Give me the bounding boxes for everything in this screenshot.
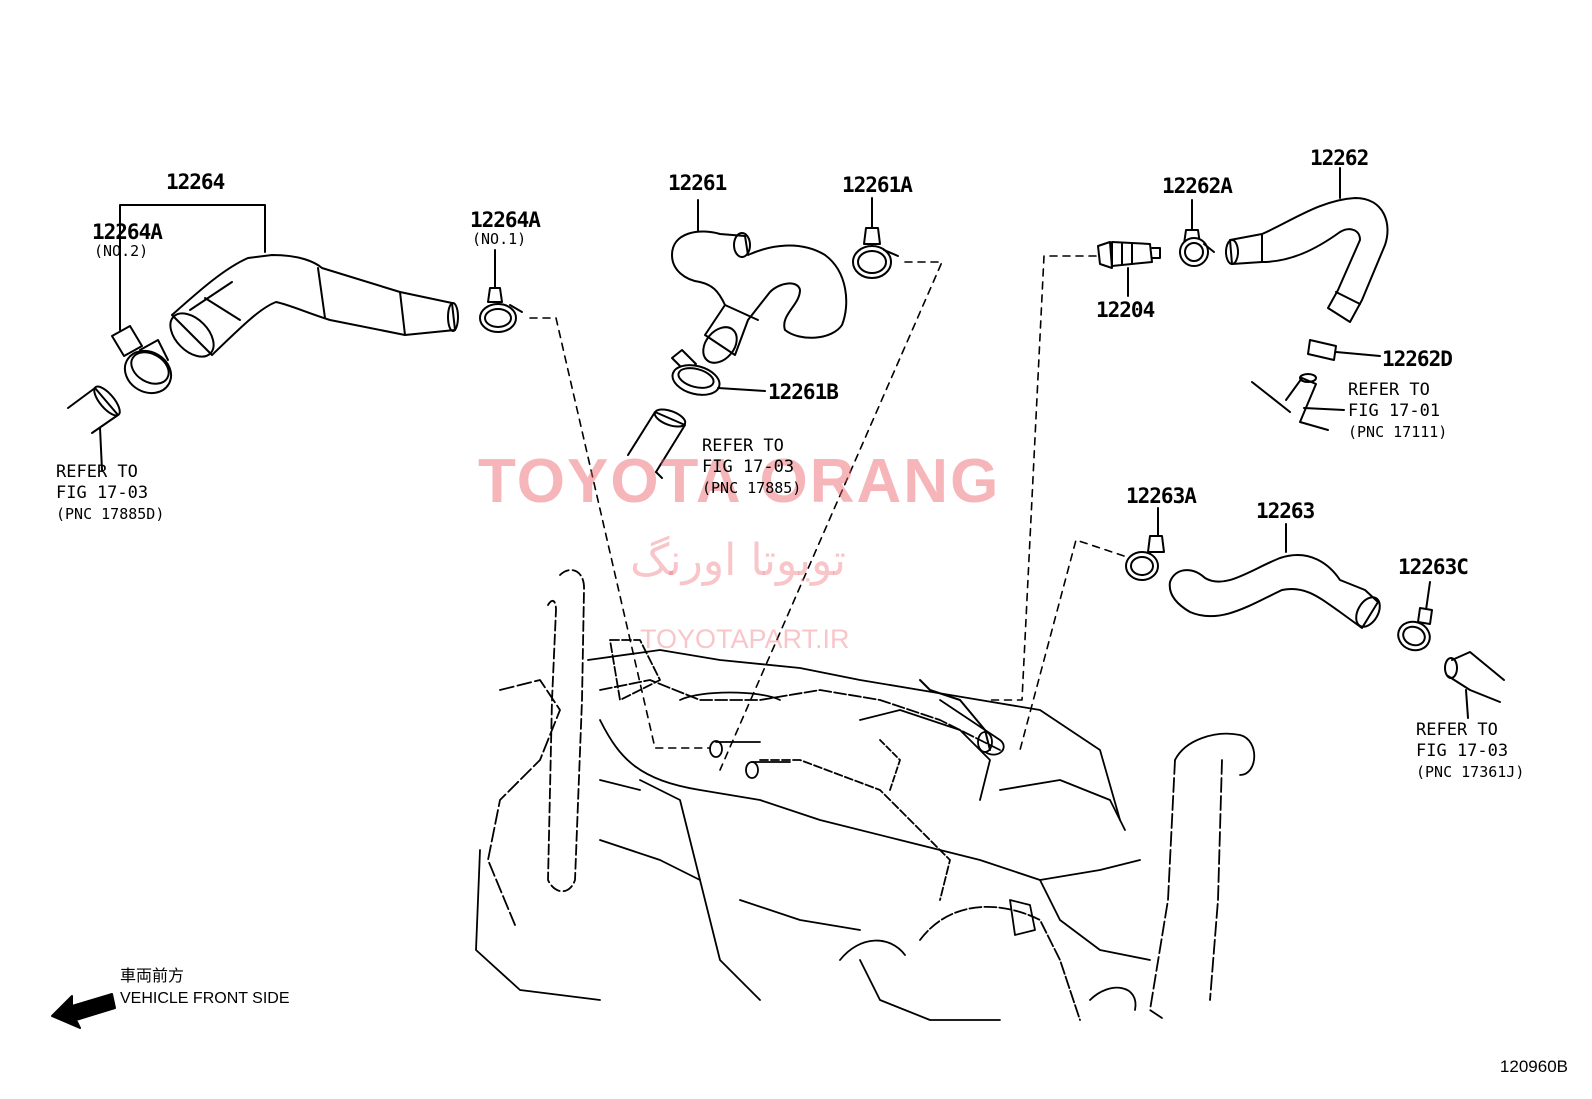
vehicle-front-label: 車両前方 VEHICLE FRONT SIDE [120, 966, 290, 1010]
refer-note-upper-right: REFER TO FIG 17-01 (PNC 17111) [1348, 380, 1448, 441]
part-label-12262: 12262 [1310, 146, 1369, 170]
refer-note-lower-right: REFER TO FIG 17-03 (PNC 17361J) [1416, 720, 1525, 781]
part-label-12263C: 12263C [1398, 555, 1469, 579]
pipe-stub-upper-right [1251, 373, 1345, 431]
clamp-12262A [1179, 199, 1215, 267]
pipe-stub-lower-right [1444, 651, 1505, 719]
clamp-12264A-no2 [111, 239, 173, 395]
hose-12261 [671, 199, 848, 364]
watermark-brand: TOYOTA ORANG [478, 447, 1001, 516]
clamp-12263A [1125, 507, 1165, 581]
refer-note-center: REFER TO FIG 17-03 (PNC 17885) [702, 436, 802, 497]
part-sublabel-no1: (NO.1) [472, 230, 527, 248]
vehicle-front-label-en: VEHICLE FRONT SIDE [120, 990, 290, 1007]
clamp-12261B [671, 349, 766, 396]
refer-note-left: REFER TO FIG 17-03 (PNC 17885D) [56, 462, 165, 523]
part-label-12264: 12264 [166, 170, 225, 194]
figure-id: 120960B [1499, 1057, 1568, 1076]
leader-12264 [119, 204, 266, 253]
part-sublabel-no2: (NO.2) [94, 242, 149, 260]
clamp-12261A [852, 197, 899, 279]
vehicle-front-label-jp: 車両前方 [120, 968, 185, 985]
valve-12204 [1097, 241, 1161, 297]
part-label-12204: 12204 [1096, 298, 1155, 322]
part-label-12262D: 12262D [1382, 347, 1453, 371]
part-label-12263A: 12263A [1126, 484, 1197, 508]
clip-12262D [1307, 339, 1381, 361]
watermark-persian: تویوتا اورنگ [630, 535, 846, 586]
part-label-12264A-no1: 12264A [470, 208, 541, 232]
part-label-12262A: 12262A [1162, 174, 1233, 198]
clamp-12263C [1397, 581, 1433, 652]
hose-12264 [169, 254, 459, 358]
part-label-12264A-no2: 12264A [92, 220, 163, 244]
clamp-12264A-no1 [479, 249, 523, 333]
engine-outline [475, 569, 1256, 1021]
vehicle-front-arrow [51, 993, 116, 1029]
part-label-12263: 12263 [1256, 499, 1315, 523]
part-label-12261B: 12261B [768, 380, 839, 404]
part-label-12261: 12261 [668, 171, 727, 195]
pipe-stub-left [67, 385, 121, 471]
dashed-leaders [529, 255, 1125, 771]
pipe-stub-center [627, 408, 687, 479]
part-label-12261A: 12261A [842, 173, 913, 197]
hose-12263 [1168, 523, 1381, 629]
watermark-url: TOYOTAPART.IR [640, 624, 850, 654]
hose-12262 [1225, 167, 1389, 323]
